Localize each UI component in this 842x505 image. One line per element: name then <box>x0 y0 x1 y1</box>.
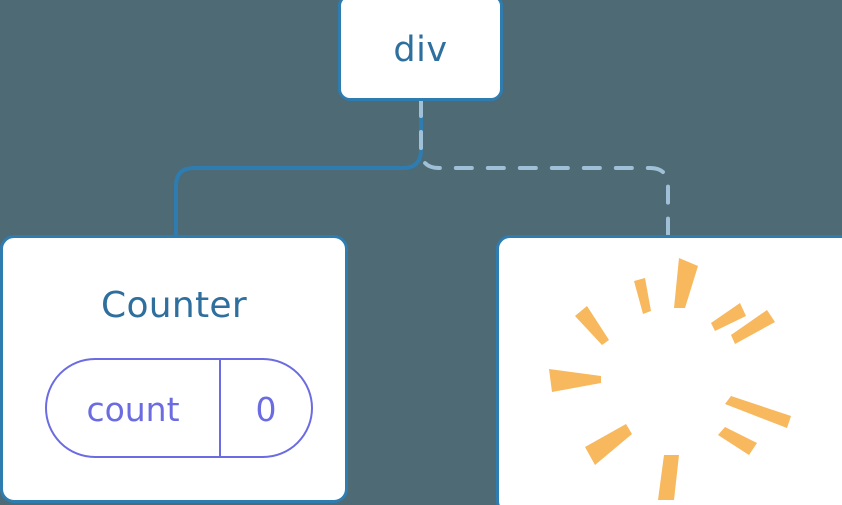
sparkle-ray <box>674 258 698 308</box>
sparkle-ray <box>634 278 651 314</box>
sparkle-ray <box>575 306 609 345</box>
counter-state-pill[interactable]: count 0 <box>45 358 313 458</box>
state-key-label: count <box>86 389 180 429</box>
edge-div-to-sparkle <box>419 98 670 239</box>
node-sparkle[interactable] <box>496 235 842 505</box>
sparkle-ray <box>725 396 791 428</box>
pill-divider <box>219 360 221 456</box>
sparkle-burst-icon <box>549 258 791 500</box>
node-div[interactable]: div <box>338 0 503 101</box>
sparkle-ray <box>658 455 679 500</box>
edge-div-to-counter <box>174 98 423 239</box>
sparkle-ray <box>711 303 746 331</box>
state-value-label: 0 <box>255 389 277 429</box>
sparkle-ray <box>549 369 601 392</box>
node-counter-label: Counter <box>101 285 247 326</box>
sparkle-ray <box>585 424 632 465</box>
node-div-label: div <box>393 30 448 70</box>
node-counter[interactable]: Counter count 0 <box>0 235 348 503</box>
sparkle-ray <box>718 427 757 455</box>
sparkle-ray <box>731 310 775 344</box>
